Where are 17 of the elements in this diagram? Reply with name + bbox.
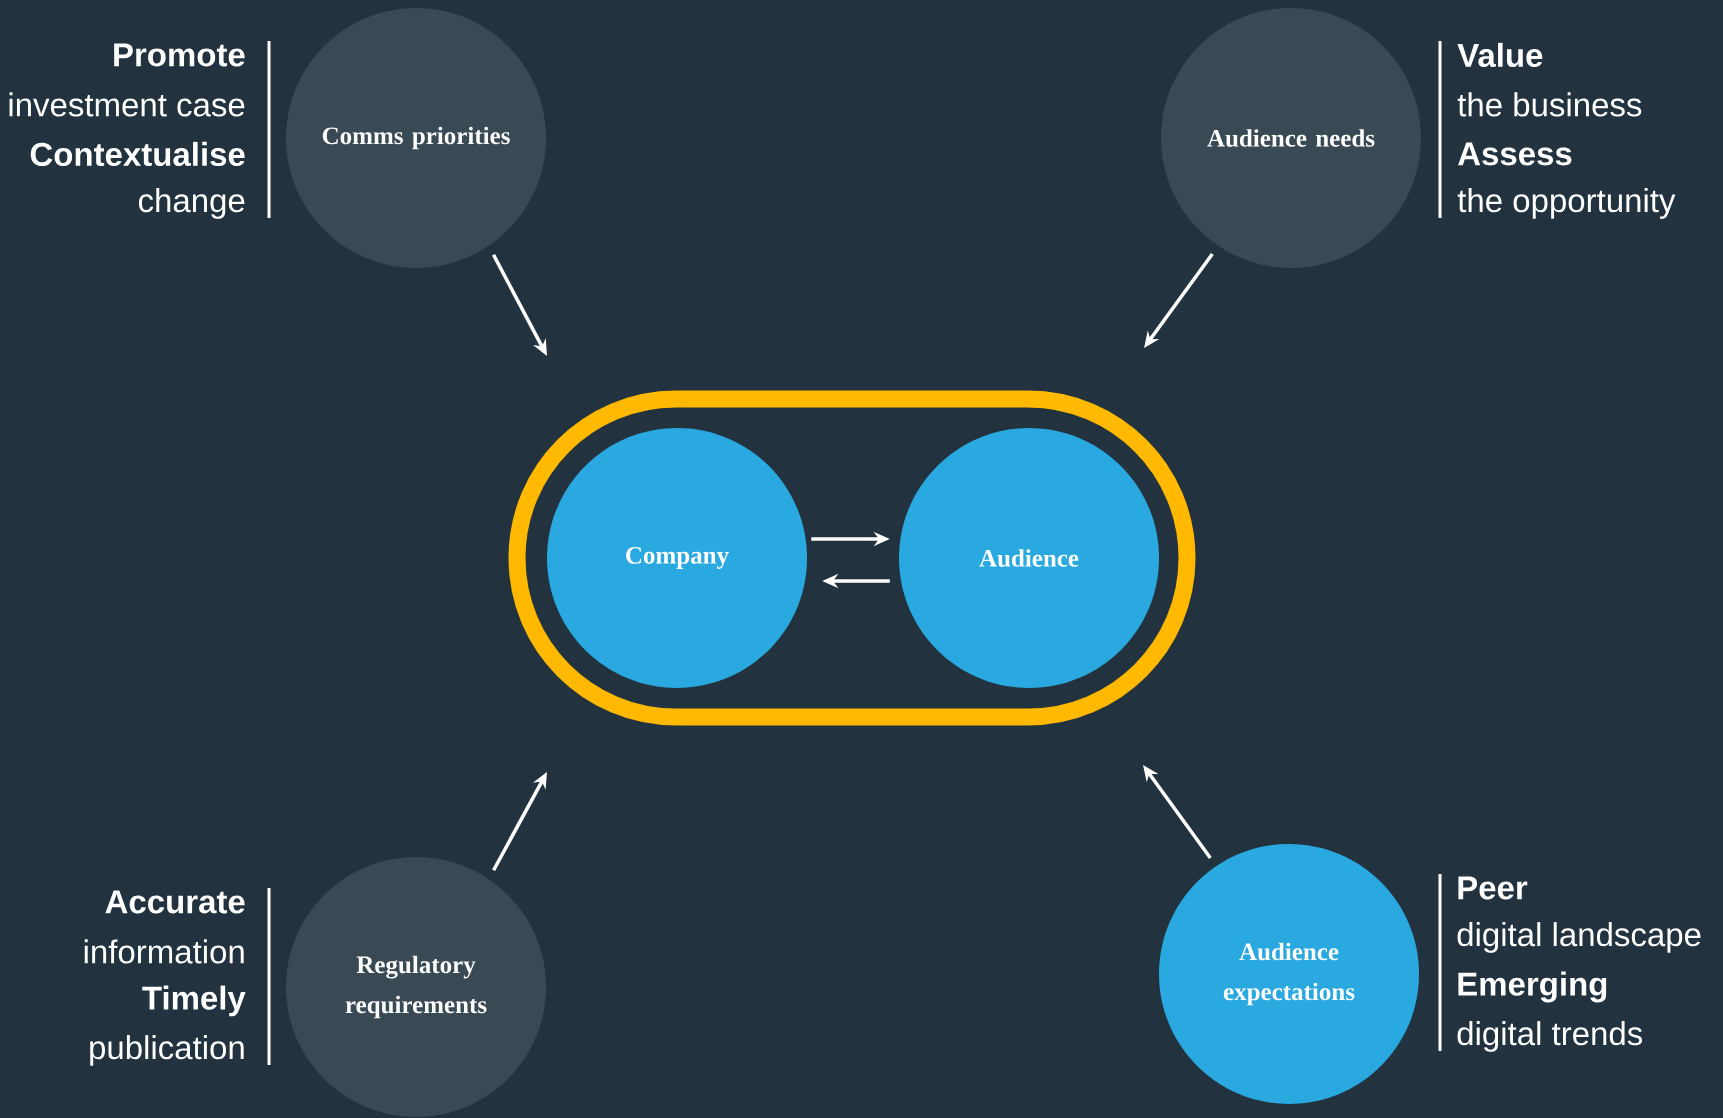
capsule-frame [508, 390, 1196, 726]
side-text: change [138, 188, 245, 219]
side-text: investment case [9, 92, 245, 117]
side-text: digital landscape [1457, 922, 1701, 953]
side-text: Value [1457, 42, 1543, 68]
side-text: publication [90, 1035, 244, 1066]
side-text: information [84, 939, 244, 964]
side-text: Contextualise [30, 141, 245, 167]
side-text: Promote [114, 43, 245, 67]
side-text: the business [1457, 92, 1642, 117]
side-text: Peer [1458, 876, 1528, 900]
side-text: Emerging [1458, 971, 1607, 1003]
side-text: the opportunity [1457, 188, 1676, 219]
side-text: Timely [142, 985, 246, 1017]
side-text: Accurate [105, 890, 245, 914]
side-text: Assess [1458, 142, 1572, 166]
side-text: digital trends [1457, 1021, 1643, 1052]
